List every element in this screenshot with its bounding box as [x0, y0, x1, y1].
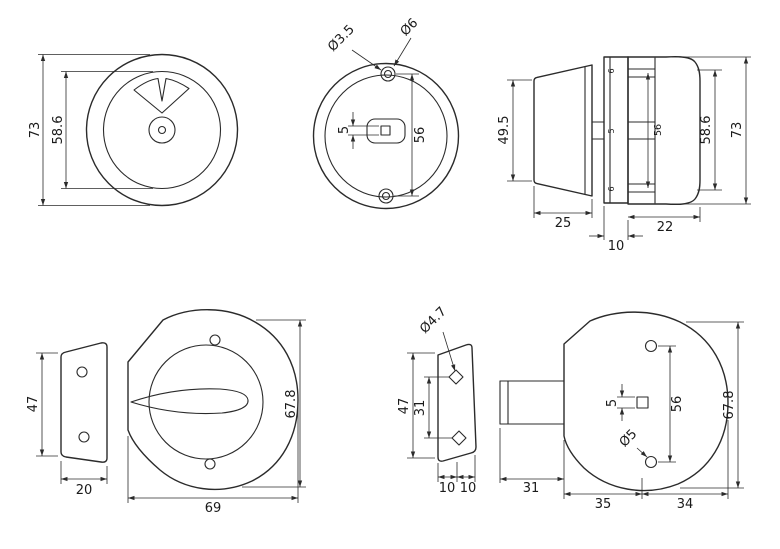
knob-profile — [533, 64, 593, 197]
dim-side-screw-spacing: 56 — [658, 345, 685, 463]
knob-hub-circle — [148, 116, 176, 144]
dim-label-spindle-size: 5 — [337, 126, 352, 134]
dim-label-body-height: 67.8 — [284, 390, 299, 419]
dim-plate-height: 47 — [26, 352, 58, 457]
spindle-hub — [366, 118, 406, 144]
dim-body-height: 67.8 — [242, 319, 306, 488]
dim-label-screw-hole-diameter: Ø3.5 — [325, 22, 357, 54]
dim-spindle-size: 5 — [337, 112, 379, 149]
dim-knob-face-diameter: 58.6 — [51, 71, 153, 189]
dim-side-spindle-size: 5 — [605, 384, 635, 421]
view-turn-front: 47 20 67.8 69 — [26, 309, 306, 516]
dim-side-plate-height: 47 — [397, 352, 435, 459]
dim-plate-depth: 10 — [589, 206, 643, 254]
dim-knob-outer-diameter: 73 — [28, 54, 150, 206]
dim-label-knob-outer-diameter: 73 — [28, 122, 43, 139]
side-spindle-square — [636, 396, 649, 409]
edge-plate-side-hole-bottom — [451, 430, 467, 446]
dim-label-plate-hole-spacing: 31 — [413, 400, 428, 417]
view-side-assembly: 6 5 6 56 49.5 58.6 73 25 — [497, 55, 751, 254]
dim-label-plate-width: 20 — [76, 483, 93, 498]
dim-label-post-top: 6 — [607, 68, 616, 73]
view-turn-side: Ø4.7 47 31 10 10 5 — [397, 304, 744, 512]
top-screw-hole — [383, 69, 393, 79]
view-knob-front: 73 58.6 — [28, 53, 239, 207]
bottom-screw-boss — [378, 188, 394, 204]
dim-bolt-length: 31 — [499, 428, 565, 499]
dim-label-side-plate-height: 47 — [397, 398, 412, 415]
edge-plate-side — [437, 343, 477, 462]
leader-screw-hole-diameter: Ø3.5 — [325, 22, 382, 71]
dim-label-post-bottom: 6 — [607, 186, 616, 191]
dim-label-back-depth: 34 — [677, 497, 694, 512]
dim-label-rosette-depth: 22 — [657, 220, 674, 235]
leader-plate-hole-diameter: Ø4.7 — [417, 304, 456, 372]
dim-label-boss-diameter: Ø6 — [398, 16, 422, 40]
dim-plate-hole-spacing: 31 — [413, 376, 452, 439]
bottom-screw-hole — [381, 191, 391, 201]
dim-body-width: 69 — [127, 406, 299, 516]
knob-face-circle — [102, 70, 222, 190]
body-screw-bottom — [204, 458, 216, 470]
turn-rose-circle — [148, 344, 264, 460]
side-screw-bottom — [644, 455, 658, 469]
top-screw-boss — [380, 66, 396, 82]
indicator-fan — [133, 77, 190, 114]
dim-label-rosette-diameter: 58.6 — [699, 116, 714, 145]
leader-boss-diameter: Ø6 — [393, 16, 422, 67]
dim-label-plate-hole-diameter: Ø4.7 — [417, 304, 449, 336]
turn-body-side — [563, 311, 729, 492]
dim-rosette-diameter: 58.6 — [697, 69, 722, 191]
knob-hub-dot — [157, 125, 167, 135]
dim-post-spacing: 56 — [645, 73, 664, 188]
dim-label-side-body-height: 67.8 — [722, 391, 737, 420]
dim-label-knob-depth: 25 — [555, 216, 572, 231]
thumb-turn-lever — [130, 388, 249, 415]
rosette-outer-circle — [312, 62, 460, 210]
dim-label-spindle: 5 — [607, 128, 616, 133]
dim-screw-spacing: 56 — [394, 73, 428, 197]
turn-body-front — [127, 309, 299, 491]
dim-label-plate-depth: 10 — [608, 239, 625, 254]
dim-label-knob-face-height: 49.5 — [497, 116, 512, 145]
edge-plate-hole-top — [76, 366, 88, 378]
body-screw-top — [209, 334, 221, 346]
dim-label-bolt-length: 31 — [523, 481, 540, 496]
dim-front-back-depths: 35 34 — [564, 420, 729, 512]
dim-label-overall-diameter: 73 — [730, 122, 745, 139]
dim-plate-width: 20 — [60, 461, 108, 498]
leader-screw-hole: Ø5 — [617, 427, 648, 458]
dim-rosette-depth: 22 — [628, 207, 701, 235]
dim-label-post-spacing: 56 — [653, 124, 664, 136]
spindle-square-hole — [380, 125, 391, 136]
dim-label-plate-width-b: 10 — [460, 481, 477, 496]
dim-knob-face-height: 49.5 — [497, 79, 532, 182]
dim-label-side-screw-hole: Ø5 — [617, 427, 641, 451]
knob-outer-circle — [85, 53, 239, 207]
dim-label-front-depth: 35 — [595, 497, 612, 512]
dim-side-body-height: 67.8 — [680, 321, 744, 489]
side-screw-top — [644, 339, 658, 353]
rosette-inner-circle — [324, 74, 448, 198]
dim-label-plate-width-a: 10 — [439, 481, 456, 496]
view-rosette-back: Ø3.5 Ø6 5 56 — [312, 16, 460, 210]
dim-label-knob-face-diameter: 58.6 — [51, 116, 66, 145]
dim-knob-depth: 25 — [533, 186, 593, 231]
edge-plate-side-hole-top — [448, 369, 464, 385]
dim-label-screw-spacing: 56 — [413, 127, 428, 144]
edge-plate-front — [60, 342, 108, 463]
dim-label-plate-height: 47 — [26, 396, 41, 413]
dim-label-side-spindle-size: 5 — [605, 399, 620, 407]
dim-plate-widths: 10 10 — [437, 455, 477, 496]
dim-overall-diameter: 73 — [672, 56, 751, 205]
rosette-profile — [627, 55, 701, 206]
dim-label-body-width: 69 — [205, 501, 222, 516]
edge-plate-hole-bottom — [78, 431, 90, 443]
dim-label-side-screw-spacing: 56 — [670, 396, 685, 413]
